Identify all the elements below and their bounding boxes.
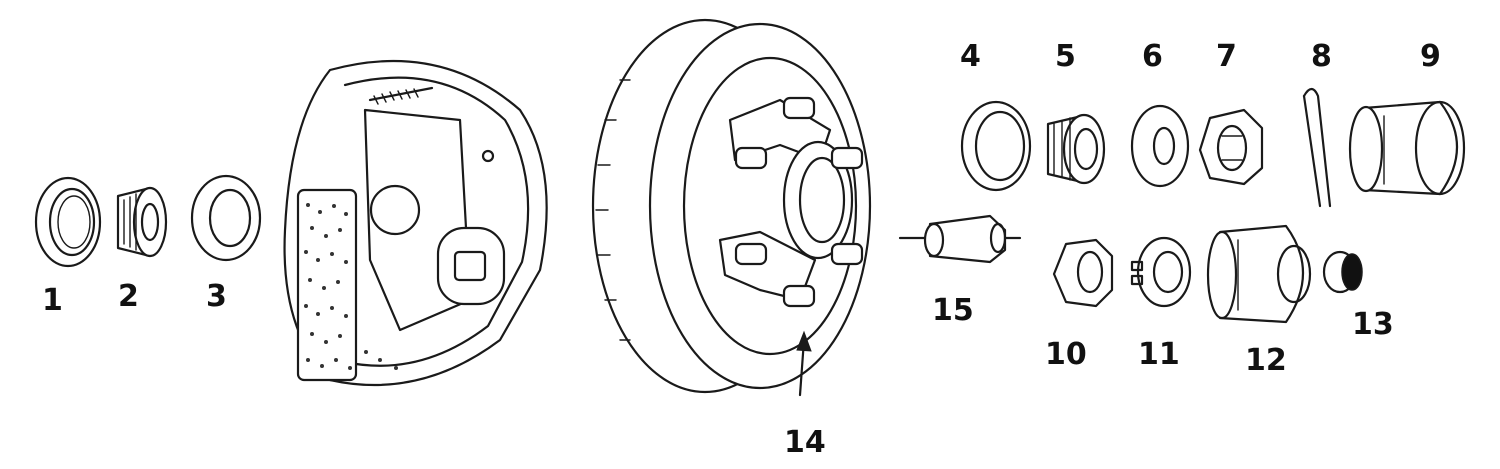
label-part-8: 8 <box>1311 39 1332 74</box>
label-part-13: 13 <box>1352 307 1394 342</box>
label-part-12: 12 <box>1245 343 1287 378</box>
label-part-6: 6 <box>1142 39 1163 74</box>
part-5-bearing-cone <box>1046 113 1106 185</box>
part-1-race <box>34 176 102 268</box>
part-labels: 1 2 3 4 5 6 7 8 9 10 11 12 13 14 15 <box>42 39 1441 460</box>
label-part-7: 7 <box>1216 39 1237 74</box>
brake-backing-plate-assembly <box>283 60 548 386</box>
label-part-5: 5 <box>1055 39 1076 74</box>
part-6-washer <box>1130 104 1190 188</box>
brake-shoe-lining-dots <box>304 203 398 370</box>
part-15-lug-nut <box>898 214 1022 264</box>
part-2-bearing-cone <box>116 186 168 258</box>
part-9-dust-cap <box>1348 100 1466 196</box>
part-13-rubber-plug <box>1322 250 1363 294</box>
label-part-1: 1 <box>42 283 63 318</box>
label-part-10: 10 <box>1045 337 1087 372</box>
label-part-9: 9 <box>1420 39 1441 74</box>
part-12-grease-cap <box>1206 224 1312 324</box>
label-part-2: 2 <box>118 279 139 314</box>
label-part-11: 11 <box>1138 337 1180 372</box>
part-7-castle-nut <box>1198 108 1264 186</box>
label-part-15: 15 <box>932 293 974 328</box>
label-part-3: 3 <box>206 279 227 314</box>
part-11-retainer <box>1130 236 1192 308</box>
part-4-race <box>960 100 1032 192</box>
part-14-brake-drum-hub <box>591 18 872 397</box>
part-10-hex-nut <box>1052 238 1114 308</box>
part-3-seal <box>190 174 262 262</box>
label-part-4: 4 <box>960 39 981 74</box>
part-8-cotter-pin <box>1302 87 1332 208</box>
label-part-14: 14 <box>784 425 826 460</box>
